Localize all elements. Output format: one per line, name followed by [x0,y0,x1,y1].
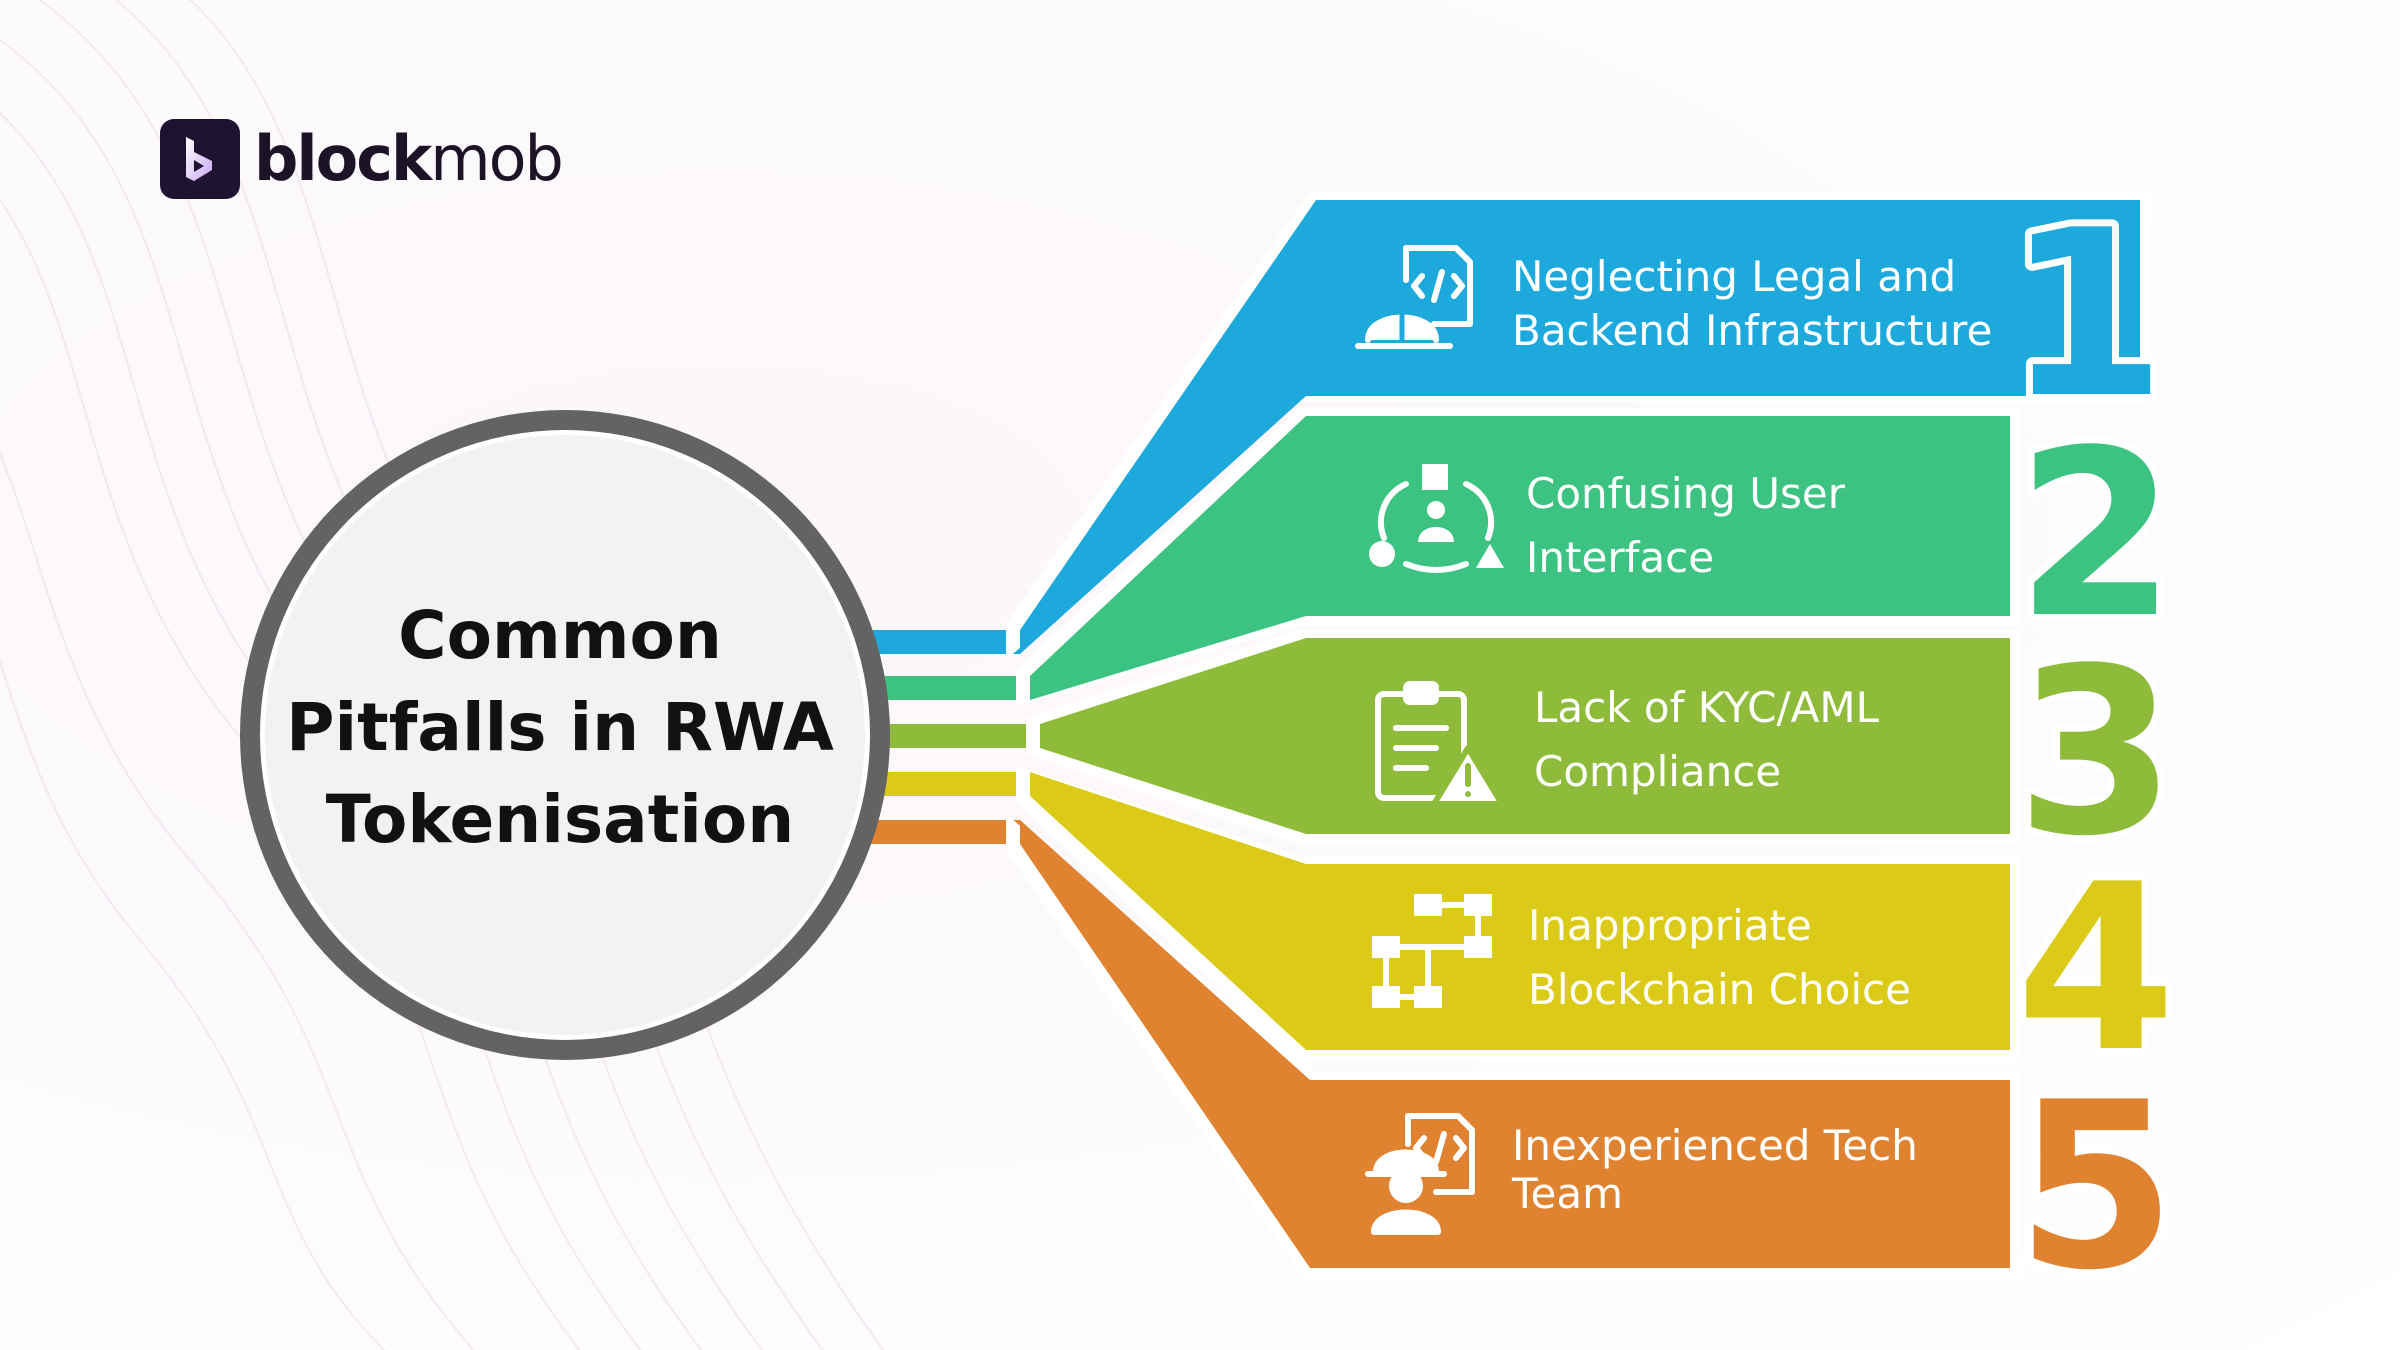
band-3-shape [1040,638,2010,834]
pitfall-label-1-line2: Backend Infrastructure [1512,306,1993,355]
blockmob-logo-icon [160,119,240,199]
pitfall-label-3-line2: Compliance [1534,747,1782,796]
connector-stripe-1 [860,630,1020,654]
pitfall-label-4: Inappropriate Blockchain Choice [1528,894,1911,1022]
connector-stripe-3 [860,724,1040,748]
compliance-warning-icon [1375,681,1505,807]
pitfall-label-4-line1: Inappropriate [1528,901,1812,950]
pitfall-label-5: Inexperienced Tech Team [1512,1122,1918,1218]
band-1-shape [1020,200,2140,654]
legal-infrastructure-icon [1355,245,1473,349]
brand-name-part2: mob [430,122,564,195]
band-4-shape [1030,772,2010,1050]
pitfall-band-3 [1026,630,2020,844]
pitfall-label-1: Neglecting Legal and Backend Infrastruct… [1512,250,1992,358]
pitfall-band-4 [1016,766,2020,1062]
pitfall-number-2: 2 [2016,402,2176,669]
brand-name-part1: block [254,122,432,195]
pitfall-label-2: Confusing User Interface [1526,462,1845,590]
connector-stripe-5 [860,820,1020,844]
brand-wordmark: blockmob [254,128,564,190]
pitfall-number-5: 5 [2016,1054,2176,1321]
brand-logo: blockmob [160,118,564,200]
center-circle [240,410,890,1060]
connector-stripe-2 [860,676,1030,700]
pitfall-label-2-line2: Interface [1526,533,1715,582]
pitfall-number-4: 4 [2016,836,2176,1103]
band-2-shape [1030,416,2010,700]
blockchain-network-icon [1372,894,1492,1008]
connector-stripe-4 [860,772,1030,796]
pitfall-band-2 [1016,408,2020,706]
pitfall-number-3: 3 [2016,620,2176,887]
pitfall-label-2-line1: Confusing User [1526,469,1845,518]
pitfall-label-1-line1: Neglecting Legal and [1512,252,1957,301]
pitfall-label-4-line2: Blockchain Choice [1528,965,1911,1014]
connector-stripes [860,630,1040,844]
pitfall-number-1: 1 [2006,182,2166,449]
pitfall-label-5-line1: Inexperienced Tech [1512,1121,1918,1170]
pitfall-label-3: Lack of KYC/AML Compliance [1534,676,1879,804]
band-5-shape [1020,820,2010,1268]
pitfall-label-5-line2: Team [1512,1169,1624,1218]
pitfall-band-5 [1006,814,2020,1278]
user-interface-icon [1369,464,1504,573]
pitfall-band-1 [1006,192,2150,660]
pitfall-label-3-line1: Lack of KYC/AML [1534,683,1879,732]
tech-team-icon [1365,1113,1475,1235]
